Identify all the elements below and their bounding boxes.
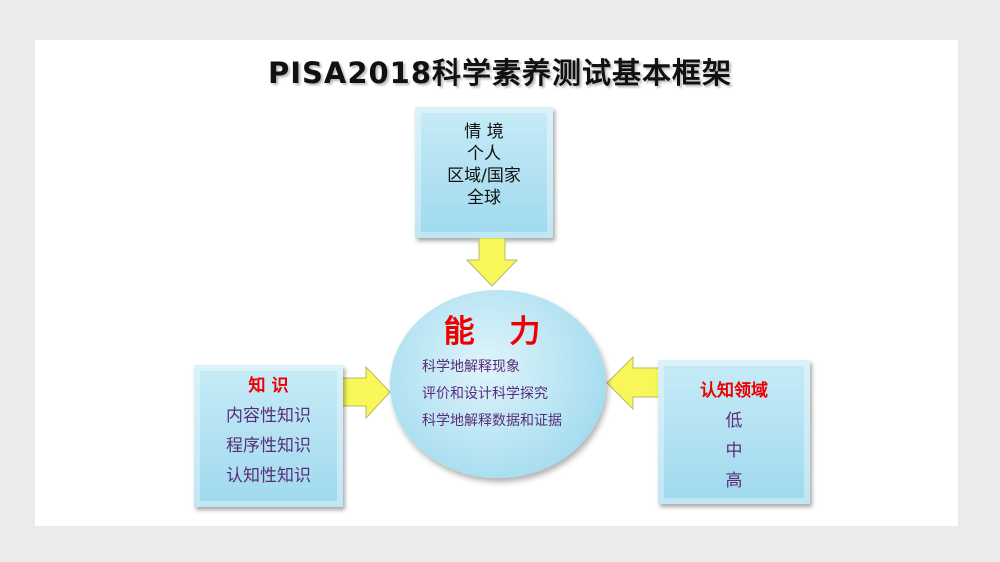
cognitive-item: 高 bbox=[725, 471, 743, 491]
competency-item: 科学地解释现象 bbox=[422, 359, 520, 375]
context-box: 情 境 个人 区域/国家 全球 bbox=[415, 107, 553, 238]
competency-circle: 能 力 科学地解释现象 评价和设计科学探究 科学地解释数据和证据 bbox=[390, 290, 606, 478]
right-arrow-icon bbox=[342, 366, 391, 420]
context-item: 个人 bbox=[467, 144, 501, 164]
knowledge-item: 内容性知识 bbox=[226, 406, 311, 426]
context-item: 全球 bbox=[467, 188, 501, 208]
page-title: PISA2018科学素养测试基本框架 bbox=[267, 56, 733, 90]
competency-item: 科学地解释数据和证据 bbox=[422, 413, 562, 429]
cognitive-box: 认知领域 低 中 高 bbox=[658, 360, 810, 504]
knowledge-item: 程序性知识 bbox=[226, 436, 311, 456]
knowledge-item: 认知性知识 bbox=[226, 466, 311, 486]
context-item: 区域/国家 bbox=[447, 166, 521, 186]
cognitive-heading: 认知领域 bbox=[700, 381, 768, 401]
knowledge-heading: 知 识 bbox=[248, 376, 289, 396]
cognitive-item: 中 bbox=[725, 441, 743, 461]
cognitive-item: 低 bbox=[725, 411, 743, 431]
left-arrow-icon bbox=[606, 356, 660, 411]
competency-heading: 能 力 bbox=[443, 314, 553, 350]
down-arrow-icon bbox=[465, 238, 519, 287]
competency-item: 评价和设计科学探究 bbox=[422, 386, 548, 402]
knowledge-box: 知 识 内容性知识 程序性知识 认知性知识 bbox=[194, 365, 343, 507]
context-heading: 情 境 bbox=[464, 122, 504, 142]
